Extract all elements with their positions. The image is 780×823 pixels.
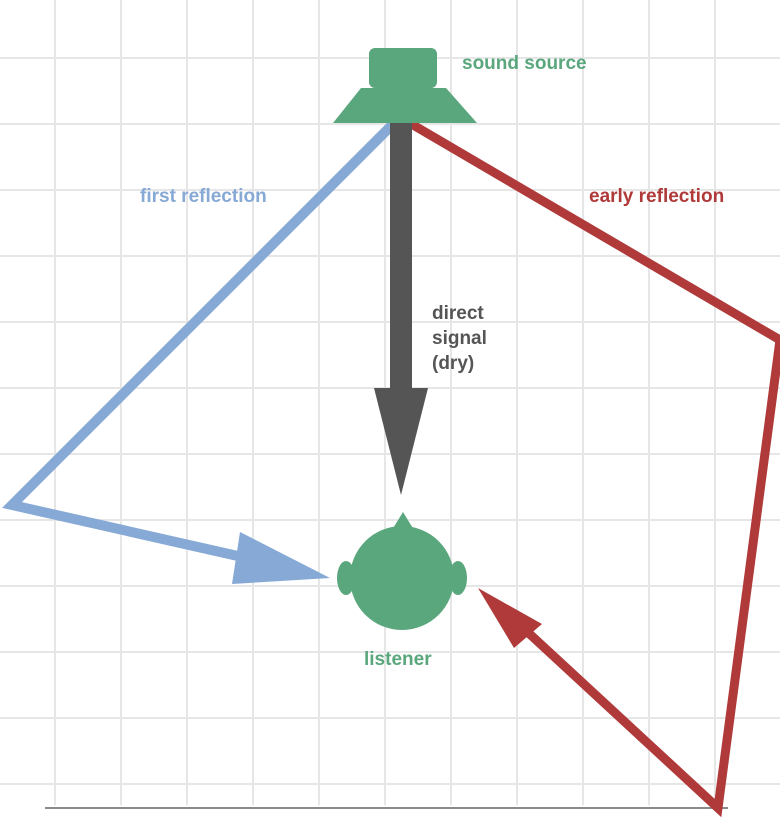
direct-signal-label-line3: (dry) bbox=[432, 353, 474, 374]
early-reflection-arrowhead bbox=[478, 588, 542, 648]
direct-signal-label-line1: direct bbox=[432, 303, 484, 324]
speaker-icon bbox=[333, 48, 477, 123]
sound-source-label: sound source bbox=[462, 53, 587, 74]
head-icon bbox=[337, 512, 467, 630]
direct-signal-arrowhead bbox=[374, 388, 428, 495]
early-reflection-path bbox=[405, 118, 780, 818]
direct-signal-label-line2: signal bbox=[432, 328, 487, 349]
early-reflection-label: early reflection bbox=[589, 186, 724, 207]
direct-signal-shaft bbox=[390, 122, 412, 390]
listener-label: listener bbox=[364, 649, 432, 670]
first-reflection-path bbox=[2, 118, 399, 575]
first-reflection-arrowhead bbox=[232, 532, 330, 584]
first-reflection-label: first reflection bbox=[140, 186, 267, 207]
